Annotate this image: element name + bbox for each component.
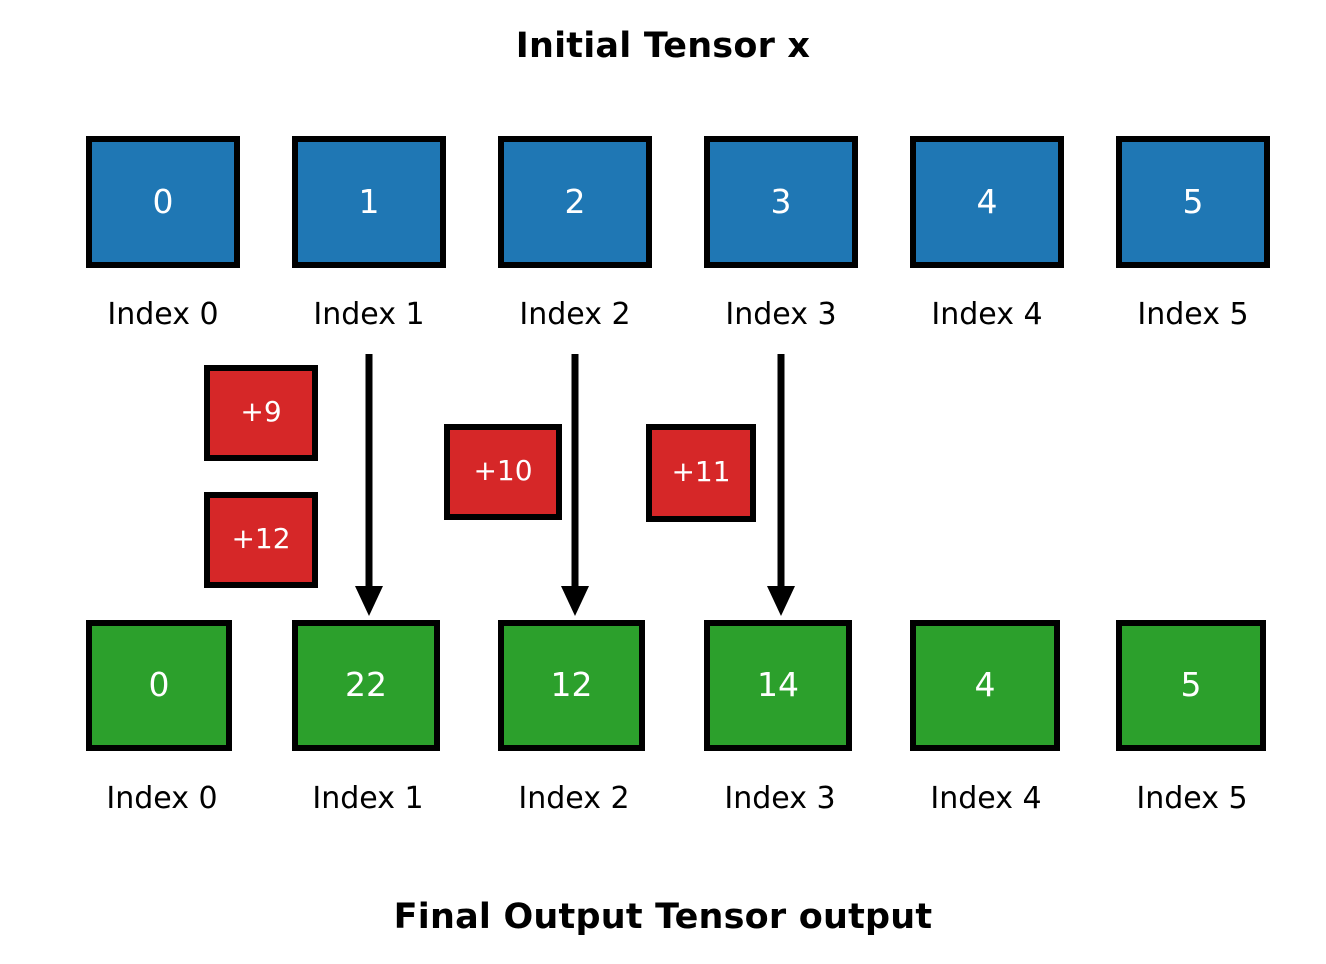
input-cell-value: 1 <box>358 181 380 221</box>
update-chip-plus10: +10 <box>444 424 562 520</box>
output-cell-value: 0 <box>148 665 170 704</box>
output-cell-value: 5 <box>1180 665 1202 704</box>
output-cell-value: 14 <box>757 665 799 704</box>
input-index-label-0: Index 0 <box>107 297 219 332</box>
input-cell-value: 4 <box>976 181 998 221</box>
input-cell-1: 1 <box>292 136 446 268</box>
page-title-final-output-tensor: Final Output Tensor output <box>393 897 933 937</box>
input-cell-4: 4 <box>910 136 1064 268</box>
input-cell-value: 0 <box>152 181 174 221</box>
output-cell-value: 4 <box>974 665 996 704</box>
input-cell-3: 3 <box>704 136 858 268</box>
output-cell-value: 22 <box>345 665 387 704</box>
input-index-label-4: Index 4 <box>931 297 1043 332</box>
input-cell-2: 2 <box>498 136 652 268</box>
arrow-index-1 <box>355 354 383 616</box>
output-cell-value: 12 <box>550 665 593 704</box>
input-cell-5: 5 <box>1116 136 1270 268</box>
update-chip-label: +11 <box>671 455 731 488</box>
input-cell-value: 3 <box>770 181 792 221</box>
page-title-initial-tensor: Initial Tensor x <box>515 26 811 66</box>
output-cell-1: 22 <box>292 620 440 751</box>
input-index-label-5: Index 5 <box>1137 297 1249 332</box>
output-cell-3: 14 <box>704 620 852 751</box>
output-cell-4: 4 <box>910 620 1060 751</box>
update-chip-label: +9 <box>240 395 282 428</box>
input-cell-0: 0 <box>86 136 240 268</box>
output-index-label-0: Index 0 <box>106 781 218 816</box>
update-chip-label: +10 <box>473 454 533 487</box>
arrow-index-3 <box>767 354 795 616</box>
update-chip-plus9: +9 <box>204 365 318 461</box>
output-index-label-5: Index 5 <box>1136 781 1248 816</box>
input-index-label-3: Index 3 <box>725 297 837 332</box>
input-index-label-2: Index 2 <box>519 297 631 332</box>
output-cell-0: 0 <box>86 620 232 751</box>
output-index-label-2: Index 2 <box>518 781 630 816</box>
input-cell-value: 2 <box>564 181 586 221</box>
update-chip-label: +12 <box>231 522 291 555</box>
output-index-label-1: Index 1 <box>312 781 424 816</box>
input-index-label-1: Index 1 <box>313 297 425 332</box>
output-cell-2: 12 <box>498 620 645 751</box>
update-chip-plus11: +11 <box>646 424 756 522</box>
output-index-label-4: Index 4 <box>930 781 1042 816</box>
update-chip-plus12: +12 <box>204 492 318 588</box>
output-index-label-3: Index 3 <box>724 781 836 816</box>
output-cell-5: 5 <box>1116 620 1266 751</box>
arrow-index-2 <box>561 354 589 616</box>
input-cell-value: 5 <box>1182 181 1204 221</box>
